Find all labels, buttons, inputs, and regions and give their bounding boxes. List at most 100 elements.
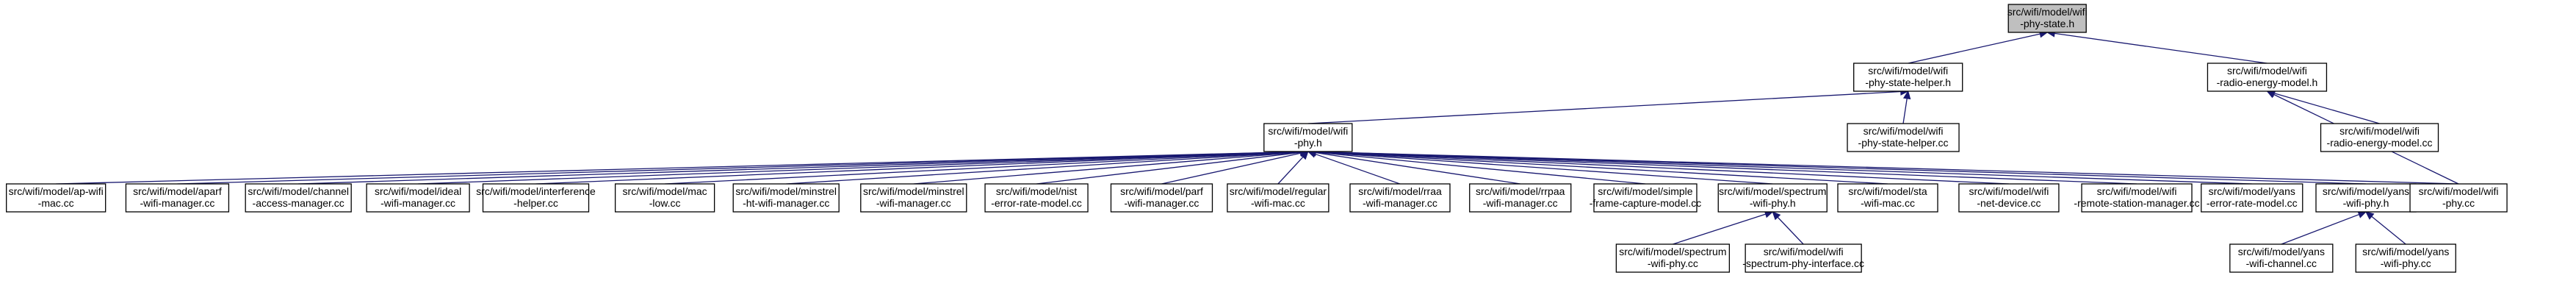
node-n19[interactable]: src/wifi/model/simple-frame-capture-mode… (1590, 183, 1702, 213)
node-box[interactable] (1837, 183, 1938, 213)
node-n18[interactable]: src/wifi/model/rrpaa-wifi-manager.cc (1469, 183, 1572, 213)
node-box[interactable] (1110, 183, 1213, 213)
node-n30[interactable]: src/wifi/model/yans-wifi-phy.cc (2355, 243, 2456, 273)
node-box[interactable] (1227, 183, 1330, 213)
node-n27[interactable]: src/wifi/model/spectrum-wifi-phy.cc (1615, 243, 1731, 273)
node-label-line: -low.cc (649, 197, 681, 209)
node-n9[interactable]: src/wifi/model/ideal-wifi-manager.cc (366, 183, 470, 213)
node-n16[interactable]: src/wifi/model/regular-wifi-mac.cc (1227, 183, 1330, 213)
node-box[interactable] (2320, 123, 2439, 152)
node-label-line: src/wifi/model/regular (1230, 185, 1327, 197)
node-label-line: src/wifi/model/wifi (1864, 125, 1944, 137)
node-box[interactable] (1853, 63, 1963, 92)
node-box[interactable] (1615, 243, 1731, 273)
node-box[interactable] (860, 183, 967, 213)
node-box[interactable] (2229, 243, 2334, 273)
edge-n22-n3 (1315, 151, 2009, 185)
edge-n19-n3 (1315, 152, 1646, 185)
edge-n8-n3 (298, 151, 1301, 185)
node-box[interactable] (732, 183, 840, 213)
node-label-line: src/wifi/model/wifi (1764, 246, 1844, 257)
edge-n7-n3 (177, 151, 1301, 185)
node-n22[interactable]: src/wifi/model/wifi-net-device.cc (1958, 183, 2060, 213)
node-box[interactable] (1263, 123, 1353, 152)
node-box[interactable] (6, 183, 107, 213)
node-label-line: -mac.cc (38, 197, 74, 209)
edge-arrowhead (1902, 90, 1911, 100)
node-label-line: src/wifi/model/yans (2362, 246, 2449, 257)
node-n4[interactable]: src/wifi/model/wifi-phy-state-helper.cc (1847, 123, 1960, 152)
node-label-line: src/wifi/model/yans (2209, 185, 2295, 197)
node-n14[interactable]: src/wifi/model/nist-error-rate-model.cc (984, 183, 1089, 213)
edge-n9-n3 (418, 151, 1301, 185)
node-n0[interactable]: src/wifi/model/wifi-phy-state.h (2007, 4, 2088, 33)
node-box[interactable] (1349, 183, 1451, 213)
edge-n1-n0 (1908, 33, 2041, 64)
edge-n21-n3 (1315, 151, 1888, 185)
node-n13[interactable]: src/wifi/model/minstrel-wifi-manager.cc (860, 183, 967, 213)
node-box[interactable] (125, 183, 230, 213)
node-label-line: -wifi-manager.cc (1483, 197, 1558, 209)
node-label-line: src/wifi/model/minstrel (863, 185, 964, 197)
edge-n4-n1 (1902, 98, 1908, 124)
node-n2[interactable]: src/wifi/model/wifi-radio-energy-model.h (2207, 63, 2328, 92)
node-n28[interactable]: src/wifi/model/wifi-spectrum-phy-interfa… (1742, 243, 1864, 273)
node-label-line: src/wifi/model/channel (248, 185, 349, 197)
edge-n5-n2 (2273, 93, 2380, 124)
node-n17[interactable]: src/wifi/model/rraa-wifi-manager.cc (1349, 183, 1451, 213)
node-label-line: src/wifi/model/ideal (375, 185, 461, 197)
node-n7[interactable]: src/wifi/model/aparf-wifi-manager.cc (125, 183, 230, 213)
node-box[interactable] (1717, 183, 1828, 213)
node-box[interactable] (984, 183, 1089, 213)
node-box[interactable] (1958, 183, 2060, 213)
node-label-line: -access-manager.cc (253, 197, 344, 209)
node-box[interactable] (614, 183, 715, 213)
node-n15[interactable]: src/wifi/model/parf-wifi-manager.cc (1110, 183, 1213, 213)
node-label-line: src/wifi/model/wifi (2007, 6, 2088, 18)
node-n11[interactable]: src/wifi/model/mac-low.cc (614, 183, 715, 213)
edge-n26-n3 (1315, 151, 2459, 185)
edge-n10-n3 (535, 151, 1301, 185)
edge-n2-n0 (2054, 32, 2267, 64)
node-n29[interactable]: src/wifi/model/yans-wifi-channel.cc (2229, 243, 2334, 273)
node-box[interactable] (2409, 183, 2508, 213)
node-label-line: -helper.cc (513, 197, 558, 209)
node-n21[interactable]: src/wifi/model/sta-wifi-mac.cc (1837, 183, 1938, 213)
node-n20[interactable]: src/wifi/model/spectrum-wifi-phy.h (1717, 183, 1828, 213)
node-box[interactable] (2201, 183, 2303, 213)
node-n6[interactable]: src/wifi/model/ap-wifi-mac.cc (6, 183, 107, 213)
node-label-line: src/wifi/model/mac (623, 185, 707, 197)
node-label-line: -spectrum-phy-interface.cc (1742, 257, 1864, 269)
node-label-line: -wifi-phy.cc (2381, 257, 2431, 269)
node-box[interactable] (1469, 183, 1572, 213)
edge-n13-n3 (913, 152, 1301, 185)
node-label-line: -phy-state.h (2020, 18, 2074, 29)
node-n1[interactable]: src/wifi/model/wifi-phy-state-helper.h (1853, 63, 1963, 92)
edge-n14-n3 (1036, 152, 1301, 185)
node-box[interactable] (245, 183, 352, 213)
node-label-line: src/wifi/model/aparf (133, 185, 222, 197)
node-n24[interactable]: src/wifi/model/yans-error-rate-model.cc (2201, 183, 2303, 213)
node-label-line: src/wifi/model/parf (1120, 185, 1203, 197)
node-label-line: src/wifi/model/rrpaa (1476, 185, 1565, 197)
node-n25[interactable]: src/wifi/model/yans-wifi-phy.h (2315, 183, 2417, 213)
node-box[interactable] (2315, 183, 2417, 213)
node-n26[interactable]: src/wifi/model/wifi-phy.cc (2409, 183, 2508, 213)
node-box[interactable] (366, 183, 470, 213)
node-box[interactable] (2355, 243, 2456, 273)
node-box[interactable] (1745, 243, 1862, 273)
node-box[interactable] (2081, 183, 2193, 213)
node-box[interactable] (2007, 4, 2087, 33)
node-box[interactable] (1847, 123, 1960, 152)
node-n8[interactable]: src/wifi/model/channel-access-manager.cc (245, 183, 352, 213)
node-box[interactable] (2207, 63, 2328, 92)
node-label-line: -wifi-manager.cc (380, 197, 455, 209)
node-n23[interactable]: src/wifi/model/wifi-remote-station-manag… (2074, 183, 2200, 213)
node-n10[interactable]: src/wifi/model/interference-helper.cc (476, 183, 596, 213)
node-label-line: -wifi-manager.cc (1125, 197, 1199, 209)
node-box[interactable] (1593, 183, 1698, 213)
node-box[interactable] (482, 183, 590, 213)
node-n5[interactable]: src/wifi/model/wifi-radio-energy-model.c… (2320, 123, 2439, 152)
node-n3[interactable]: src/wifi/model/wifi-phy.h (1263, 123, 1353, 152)
node-n12[interactable]: src/wifi/model/minstrel-ht-wifi-manager.… (732, 183, 840, 213)
